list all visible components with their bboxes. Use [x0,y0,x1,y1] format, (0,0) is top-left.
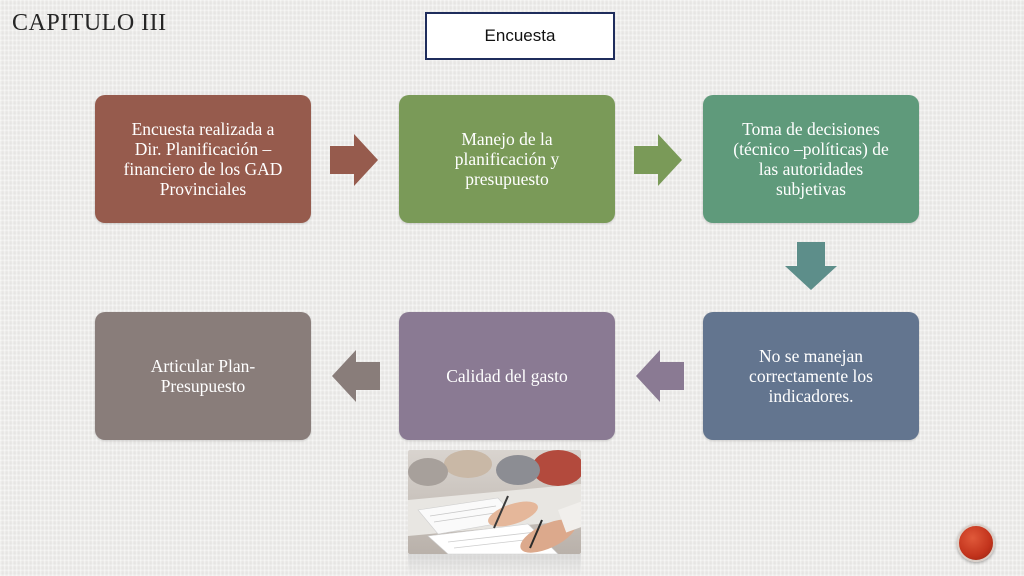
survey-writing-icon [408,450,581,554]
step-2-line: Manejo de la [461,129,553,149]
step-box-calidad-gasto: Calidad del gasto [399,312,615,440]
step-1-line: Provinciales [159,179,247,199]
step-1-line: Encuesta realizada a [131,119,275,139]
step-4-line: indicadores. [768,386,854,406]
step-box-encuesta: Encuesta realizada a Dir. Planificación … [95,95,311,223]
step-box-indicadores: No se manejan correctamente los indicado… [703,312,919,440]
step-6-line: Presupuesto [160,376,246,396]
step-6-line: Articular Plan- [150,356,256,376]
step-4-line: correctamente los [749,366,873,386]
slide-title: CAPITULO III [12,10,167,36]
step-box-manejo: Manejo de la planificación y presupuesto [399,95,615,223]
step-3-line: Toma de decisiones [742,119,880,139]
people-writing-photo [408,450,581,554]
step-box-toma-decisiones: Toma de decisiones (técnico –políticas) … [703,95,919,223]
step-2-line: planificación y [454,149,560,169]
arrow-left-icon [332,350,380,402]
arrow-left-icon [636,350,684,402]
step-1-line: financiero de los GAD [123,159,283,179]
arrow-right-icon [330,134,378,186]
step-1-line: Dir. Planificación – [134,139,272,159]
step-box-articular: Articular Plan- Presupuesto [95,312,311,440]
step-5-line: Calidad del gasto [446,366,568,386]
step-3-line: subjetivas [776,179,846,199]
step-3-line: las autoridades [758,159,864,179]
arrow-down-icon [785,242,837,290]
red-circle-badge-icon [957,524,995,562]
arrow-right-icon [634,134,682,186]
heading-box: Encuesta [425,12,615,60]
photo-reflection [408,554,581,576]
step-4-line: No se manejan [759,346,863,366]
step-2-line: presupuesto [465,169,549,189]
step-3-line: (técnico –políticas) de [733,139,889,159]
